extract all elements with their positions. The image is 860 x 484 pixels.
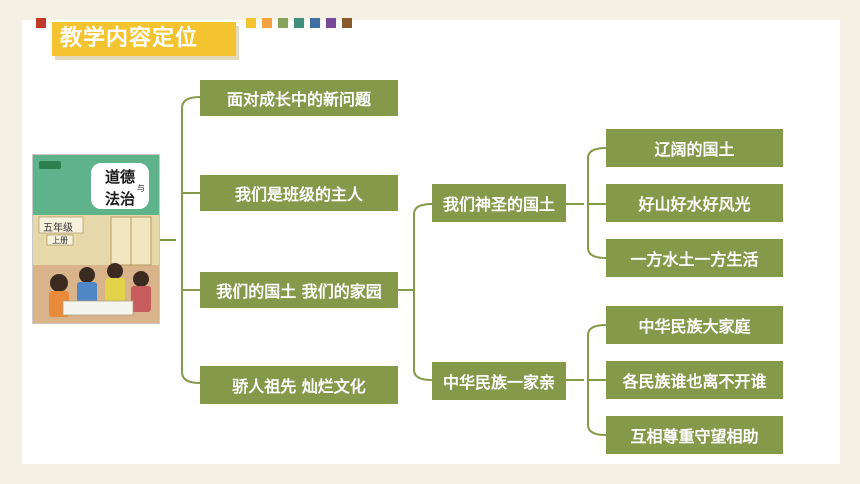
topic-node-1-3: 一方水土一方生活 (606, 239, 783, 277)
book-title-fazhi: 法治 (105, 190, 136, 208)
accent-square-purple (326, 18, 336, 28)
unit-node-2: 我们是班级的主人 (200, 175, 398, 211)
topic-node-1-1: 辽阔的国土 (606, 129, 783, 167)
topic-node-2-3: 互相尊重守望相助 (606, 416, 783, 454)
book-volume: 上册 (52, 236, 68, 245)
unit-node-1: 面对成长中的新问题 (200, 80, 398, 116)
topic-node-1-2: 好山好水好风光 (606, 184, 783, 222)
unit-node-3: 我们的国土 我们的家园 (200, 272, 398, 308)
accent-square-brown (342, 18, 352, 28)
lesson-node-1: 我们神圣的国土 (432, 184, 566, 222)
topic-node-2-1: 中华民族大家庭 (606, 306, 783, 344)
topic-node-2-2: 各民族谁也离不开谁 (606, 361, 783, 399)
lesson-node-2: 中华民族一家亲 (432, 362, 566, 400)
accent-square-orange (262, 18, 272, 28)
accent-square-green (278, 18, 288, 28)
unit-node-4: 骄人祖先 灿烂文化 (200, 366, 398, 404)
book-title-yu: 与 (137, 184, 145, 193)
book-title-daode: 道德 (105, 168, 136, 186)
accent-square-teal (294, 18, 304, 28)
book-grade: 五年级 (43, 223, 73, 234)
accent-square-red (36, 18, 46, 28)
accent-square-yellow (246, 18, 256, 28)
page-title: 教学内容定位 (60, 26, 199, 51)
textbook-cover: 道德 与 法治 五年级 上册 (32, 154, 160, 324)
title-banner (52, 22, 236, 56)
accent-square-blue (310, 18, 320, 28)
